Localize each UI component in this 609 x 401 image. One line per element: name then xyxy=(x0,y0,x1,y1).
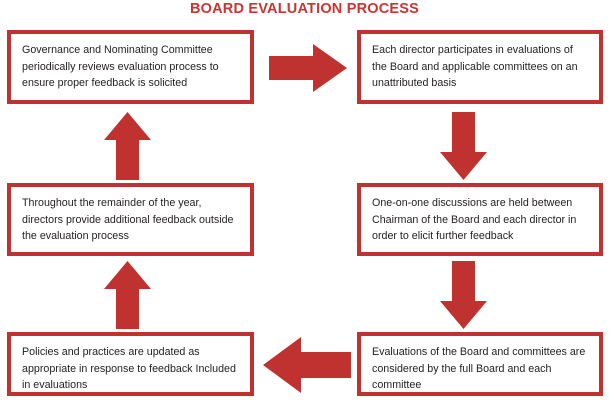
process-box-text: Throughout the remainder of the year, di… xyxy=(22,197,234,243)
process-box-evaluations-considered: Evaluations of the Board and committees … xyxy=(357,332,603,396)
arrow-left-icon xyxy=(263,337,351,393)
process-box-text: Governance and Nominating Committee peri… xyxy=(22,44,219,90)
process-box-one-on-one-discussions: One-on-one discussions are held between … xyxy=(357,183,603,256)
arrow-up-icon xyxy=(104,112,151,180)
arrow-down-icon xyxy=(440,112,487,180)
process-box-text: One-on-one discussions are held between … xyxy=(372,197,577,243)
process-box-director-participation: Each director participates in evaluation… xyxy=(357,30,603,104)
process-box-ongoing-feedback: Throughout the remainder of the year, di… xyxy=(7,183,254,256)
process-box-policies-updated: Policies and practices are updated as ap… xyxy=(7,332,254,396)
process-box-text: Policies and practices are updated as ap… xyxy=(22,346,236,392)
arrow-up-icon xyxy=(104,261,151,329)
arrow-right-icon xyxy=(269,44,347,92)
page-title: BOARD EVALUATION PROCESS xyxy=(189,1,420,17)
process-box-text: Each director participates in evaluation… xyxy=(372,44,578,90)
arrow-down-icon xyxy=(440,261,487,329)
process-box-governance-nominating-committee: Governance and Nominating Committee peri… xyxy=(7,30,254,104)
process-box-text: Evaluations of the Board and committees … xyxy=(372,346,586,392)
